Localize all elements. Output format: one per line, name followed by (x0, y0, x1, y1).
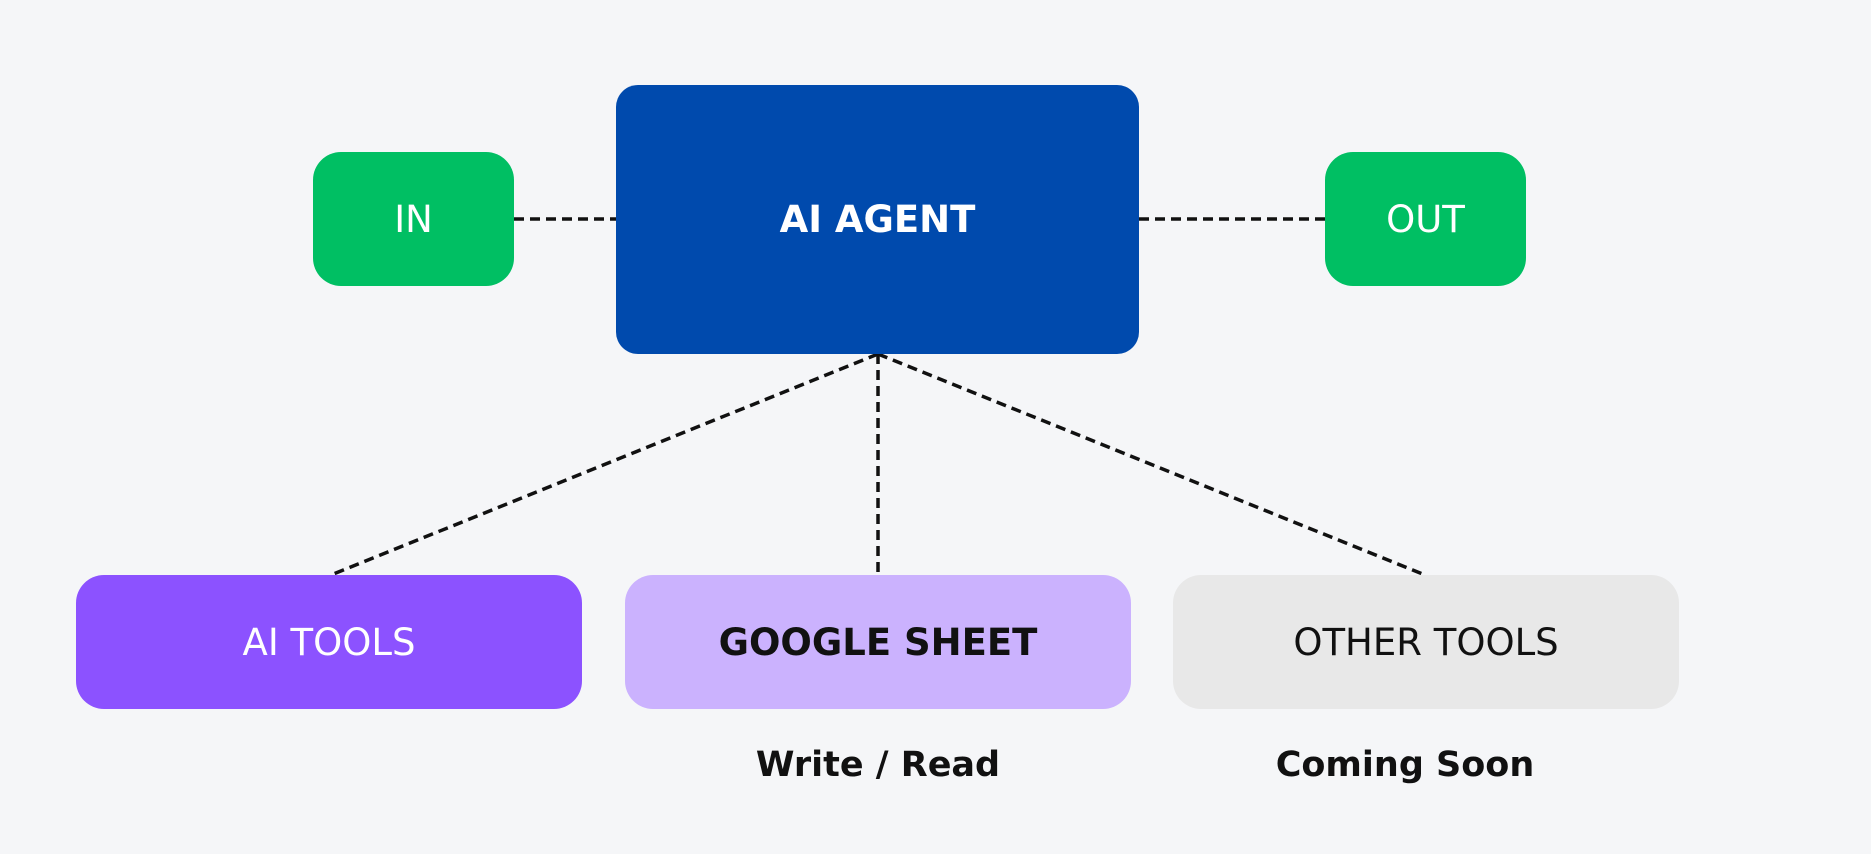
google-sheet-node[interactable]: GOOGLE SHEET (625, 575, 1131, 709)
in-node-label: IN (394, 197, 433, 241)
google-sheet-caption: Write / Read (755, 745, 1001, 785)
ai-agent-node-label: AI AGENT (779, 198, 976, 241)
ai-tools-node[interactable]: AI TOOLS (76, 575, 582, 709)
ai-agent-node[interactable]: AI AGENT (616, 85, 1139, 354)
google-sheet-node-label: GOOGLE SHEET (718, 620, 1038, 664)
other-tools-node-label: OTHER TOOLS (1293, 620, 1559, 664)
other-tools-caption: Coming Soon (1275, 745, 1535, 785)
out-node-label: OUT (1386, 197, 1465, 241)
other-tools-node[interactable]: OTHER TOOLS (1173, 575, 1679, 709)
out-node[interactable]: OUT (1325, 152, 1526, 286)
edge-agent-ai-tools (330, 352, 879, 577)
ai-tools-node-label: AI TOOLS (242, 620, 416, 664)
edge-agent-other-tools (877, 352, 1426, 577)
in-node[interactable]: IN (313, 152, 514, 286)
